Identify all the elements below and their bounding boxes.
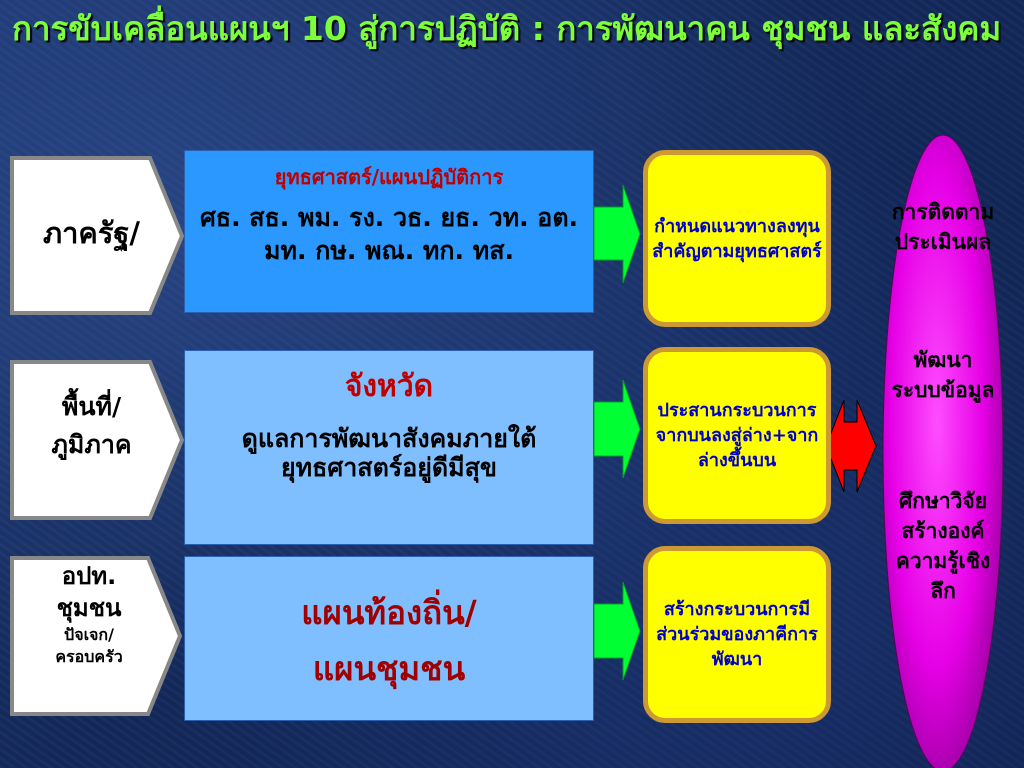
yellow-box-participation: สร้างกระบวนการมีส่วนร่วมของภาคีการพัฒนา [643,546,831,723]
label-area-line1: พื้นที่/ [61,392,122,421]
local-plan-line1: แผนท้องถิ่น/ [301,593,477,632]
label-area: พื้นที่/ ภูมิภาค [14,388,169,464]
local-plan-text: แผนท้องถิ่น/ แผนชุมชน [185,585,593,697]
label-local: อปท. ชุมชน ปัจเจก/ ครอบครัว [14,560,164,668]
label-state: ภาครัฐ/ [43,216,140,250]
yellow-box-2-text: ประสานกระบวนการจากบนลงสู่ล่าง+จากล่างขึ้… [655,400,819,471]
oval-text-data-system: พัฒนาระบบข้อมูล [891,348,995,402]
province-heading: จังหวัด [344,369,434,404]
center-box-province: จังหวัด ดูแลการพัฒนาสังคมภายใต้ยุทธศาสตร… [184,350,594,545]
yellow-box-3-text: สร้างกระบวนการมีส่วนร่วมของภาคีการพัฒนา [656,599,818,670]
green-arrow-2 [593,379,641,479]
state-heading: ยุทธศาสตร์/แผนปฏิบัติการ [274,165,504,189]
label-local-line1: อปท. [61,562,117,590]
pentagon-state [10,156,185,315]
red-double-arrow [825,399,877,493]
green-arrow-3 [593,581,641,681]
oval-text-research: ศึกษาวิจัยสร้างองค์ความรู้เชิงลึก [895,489,991,603]
yellow-box-investment: กำหนดแนวทางลงทุนสำคัญตามยุทธศาสตร์ [643,150,831,327]
label-local-line2: ชุมชน [56,594,122,622]
label-local-line3: ปัจเจก/ [64,625,114,644]
local-plan-line2: แผนชุมชน [312,649,466,688]
green-arrow-1 [593,184,641,284]
page-title: การขับเคลื่อนแผนฯ 10 สู่การปฏิบัติ : การ… [12,9,1002,48]
yellow-box-1-text: กำหนดแนวทางลงทุนสำคัญตามยุทธศาสตร์ [652,215,822,262]
center-box-state: ยุทธศาสตร์/แผนปฏิบัติการ ศธ. สธ. พม. รง.… [184,150,594,313]
oval-text-evaluation: การติดตามประเมินผล [891,200,995,254]
label-local-line4: ครอบครัว [55,647,123,666]
center-box-local: แผนท้องถิ่น/ แผนชุมชน [184,556,594,721]
label-area-line2: ภูมิภาค [51,430,132,459]
pentagon-area [10,360,185,520]
state-body: ศธ. สธ. พม. รง. วธ. ยธ. วท. อต. มท. กษ. … [199,203,579,265]
magenta-oval [882,134,1004,768]
yellow-box-coordination: ประสานกระบวนการจากบนลงสู่ล่าง+จากล่างขึ้… [643,347,831,524]
pentagon-local [10,556,183,716]
province-body: ดูแลการพัฒนาสังคมภายใต้ยุทธศาสตร์อยู่ดีม… [241,424,537,482]
